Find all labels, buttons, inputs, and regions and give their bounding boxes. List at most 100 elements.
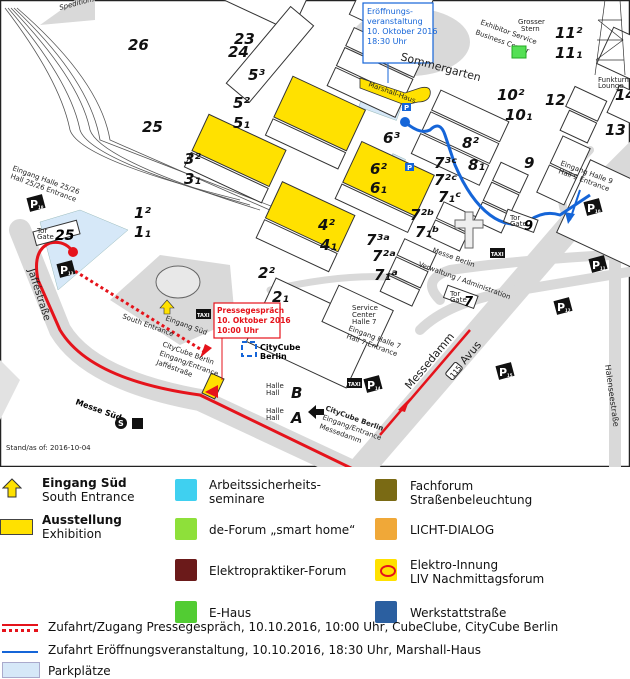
legend-exhibition: Ausstellung Exhibition [42,513,122,541]
gate-7: Tor Gate 7 [442,284,479,310]
hall-7-3a: 7³ᵃ [366,231,390,249]
hall-8-2: 8² [462,134,479,152]
exhibition-map: Marshall-Haus Eröffnungs- veranstaltung … [0,0,630,467]
hall-23: 23 [234,30,255,48]
hall-14: 14 [615,86,630,104]
grosser-stern-label: Stern [521,25,540,33]
grosser-stern-label: Grosser [518,18,545,26]
callout-line: 10. Oktober 2016 [367,27,437,36]
legend-item: de-Forum „smart home“ [209,523,356,537]
legend-item: Arbeitssicherheits-seminare [209,478,321,506]
svg-text:TAXI: TAXI [348,382,361,388]
service-center-label: Service [352,304,378,312]
svg-text:12: 12 [565,308,571,313]
svg-text:P: P [60,264,68,277]
service-center-label: Center [352,311,376,319]
funkturm-lounge-label: Funkturm [598,76,630,84]
legend-route: Parkplätze [48,664,111,678]
hall-b: B [291,384,302,402]
press-walk-route [69,266,206,354]
legend-route: Zufahrt/Zugang Pressegespräch, 10.10.201… [48,620,559,634]
gate-9: Tor Gate 9 [502,208,539,234]
wheelchair-icon [132,418,143,429]
hall-5-3: 5³ [248,66,265,84]
hall-2-1: 2₁ [272,288,289,306]
e-logo-icon [375,559,397,581]
hall-4-1: 4₁ [319,236,337,254]
hall-9: 9 [524,154,534,172]
hall-11-1: 11₁ [555,44,582,62]
legend-title: Eingang Süd [42,476,127,490]
hall-labels: 26 25 23 24 5³ 5² 5₁ 3² 3₁ 1² 1₁ 4² 4₁ 2… [128,24,630,427]
svg-text:10: 10 [595,209,601,214]
hall-13: 13 [605,121,626,139]
hall-10-2: 10² [497,86,525,104]
meter-icon [175,559,197,581]
hall-label-a: Hall [266,414,279,422]
gate-25: Tor Gate 25 [32,219,81,247]
callout-line: 10:00 Uhr [217,326,259,335]
hall-2-2: 2² [258,264,275,282]
tools-icon [375,601,397,623]
svg-text:TAXI: TAXI [197,313,210,319]
legend-title: Ausstellung [42,513,122,527]
press-route-messedamm [379,329,471,436]
hall-6-2: 6² [370,160,387,178]
hall-8-1: 8₁ [468,156,485,174]
messe-berlin-tower-icon [454,211,484,249]
hall-7-1c: 7₁ᶜ [438,188,461,206]
hall-3-2: 3² [184,150,201,168]
svg-text:TAXI: TAXI [491,252,504,258]
parking-marker: P [402,103,411,112]
svg-text:P: P [407,164,412,172]
hall-12: 12 [545,91,566,109]
hall-7-1a: 7₁ᵃ [374,266,398,284]
svg-text:Gate: Gate [37,233,54,241]
taxi-icon: TAXI [490,248,505,258]
smartphone-icon [175,518,197,540]
press-callout: Pressegespräch 10. Oktober 2016 10:00 Uh… [213,302,291,380]
svg-text:14: 14 [375,386,381,391]
svg-text:P: P [592,259,600,272]
hall-1-1: 1₁ [134,223,151,241]
svg-text:7: 7 [464,295,474,310]
hall-1-2: 1² [134,204,151,222]
svg-text:P: P [367,379,375,392]
s-bahn-icon [115,417,127,429]
hall-11-2: 11² [555,24,583,42]
callout-line: veranstaltung [367,17,423,26]
hall-4-2: 4² [317,216,335,234]
hall-3-1: 3₁ [184,170,201,188]
taxi-icon: TAXI [347,378,362,388]
opening-callout: Eröffnungs- veranstaltung 10. Oktober 20… [362,2,437,83]
exhibitor-service-icon [511,45,527,59]
hall-7-1b: 7₁ᵇ [415,223,439,241]
house-icon [175,601,197,623]
callout-line: Eröffnungs- [367,7,413,16]
hall-6-1: 6₁ [370,179,387,197]
parking-marker: P [405,163,414,172]
rail-tracks [4,7,321,233]
svg-text:P: P [404,104,409,112]
halle-label-a: Halle [266,407,284,415]
svg-text:11: 11 [600,266,606,271]
svg-text:Tor: Tor [509,214,520,222]
marshall-haus [359,77,431,106]
svg-text:Tor: Tor [449,290,460,298]
legend-item: Werkstattstraße [410,606,507,620]
svg-text:Gate: Gate [450,296,467,304]
streetlight-icon [375,479,397,501]
svg-text:S: S [118,419,124,428]
hall-a: A [290,409,303,427]
exhibition-swatch [0,519,33,535]
stand-date: Stand/as of: 2016-10-04 [6,444,91,452]
hall-7-2c: 7²ᶜ [434,171,457,189]
warning-icon [175,479,197,501]
svg-text:15: 15 [507,373,513,378]
hall-10-1: 10₁ [505,106,532,124]
svg-text:25: 25 [55,228,75,244]
